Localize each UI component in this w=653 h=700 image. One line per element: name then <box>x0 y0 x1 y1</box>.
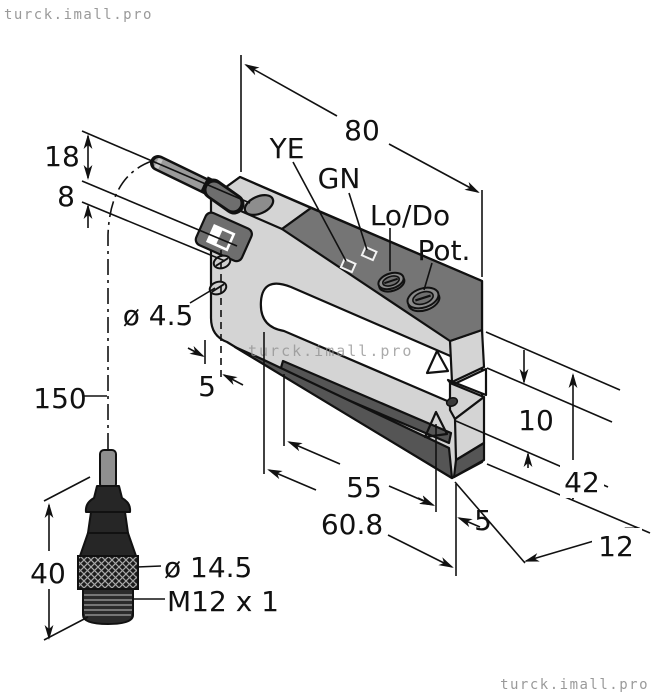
dim-5-right: 5 <box>474 504 492 537</box>
dim-40: 40 <box>30 557 66 590</box>
label-ye: YE <box>269 132 305 165</box>
dim-thread: M12 x 1 <box>167 585 279 618</box>
dim-55: 55 <box>346 471 382 504</box>
bottom-shadow-band <box>233 345 454 480</box>
m12-connector <box>77 449 139 626</box>
lodo-switch <box>377 271 406 293</box>
thread-ridges <box>84 594 132 616</box>
label-pot: Pot. <box>418 234 471 267</box>
dim-10: 10 <box>518 404 554 437</box>
label-lodo: Lo/Do <box>370 199 450 232</box>
sensitivity-pot <box>406 286 441 313</box>
dimension-lines: 18 8 80 YE GN Lo/Do Pot. ø 4.5 5 150 <box>30 55 651 641</box>
sensor-body <box>150 155 488 480</box>
emitter-triangle-icon <box>425 349 450 375</box>
lower-arm-hole <box>445 397 459 407</box>
connector-boot <box>84 485 132 513</box>
connector-knurl-ring <box>77 555 139 590</box>
cable-gland <box>206 182 241 211</box>
dim-conn-dia: ø 14.5 <box>164 551 252 584</box>
dim-8: 8 <box>57 180 75 213</box>
lower-arm-end-bottom <box>452 441 486 479</box>
green-led-indicator <box>360 245 378 262</box>
dim-hole-dia: ø 4.5 <box>123 299 194 332</box>
head-top-hole <box>243 194 275 216</box>
dim-80: 80 <box>344 114 380 147</box>
dim-42: 42 <box>564 466 600 499</box>
watermark-top-left: turck.imall.pro <box>4 7 153 23</box>
dim-608: 60.8 <box>321 508 383 541</box>
watermark-center: turck.imall.pro <box>248 342 413 360</box>
dim-150: 150 <box>33 382 86 415</box>
connector-cone <box>78 532 138 557</box>
watermark-bottom-right: turck.imall.pro <box>500 677 649 693</box>
dim-12: 12 <box>598 530 634 563</box>
label-gn: GN <box>318 162 361 195</box>
dim-18: 18 <box>44 140 80 173</box>
connector-neck <box>86 511 130 534</box>
mounting-hole-2 <box>208 280 228 296</box>
sensor-slot-opening <box>259 282 457 405</box>
yellow-led-indicator <box>339 257 357 274</box>
cable-centerline <box>107 160 153 450</box>
connector-cable-stub <box>99 449 117 489</box>
fork-gap <box>446 367 488 397</box>
dim-5-left: 5 <box>198 370 216 403</box>
side-connector-patch <box>194 211 253 263</box>
